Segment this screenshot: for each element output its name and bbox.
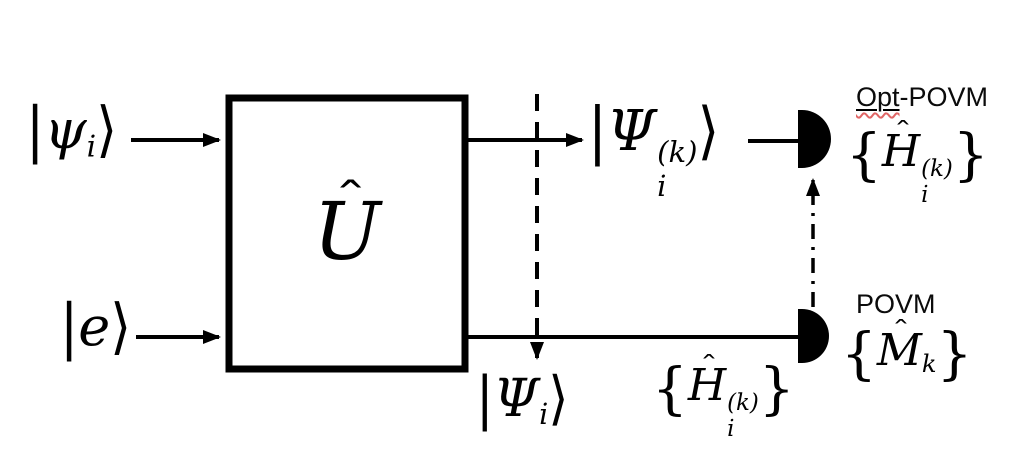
- hat-accent: ˆ: [699, 352, 719, 380]
- lbrace: {: [652, 357, 688, 422]
- m-letter: M: [876, 325, 922, 377]
- h-superscript: (k): [921, 155, 953, 182]
- h-subscript: i: [727, 416, 735, 443]
- psi-subscript: i: [539, 397, 549, 431]
- ket-rangle: ⟩: [110, 291, 132, 362]
- output-state-psi-k-label: |Ψ(k)i⟩: [588, 95, 720, 203]
- povm-text: POVM: [856, 289, 936, 319]
- ket-bar: |: [588, 95, 607, 168]
- u-letter: U: [313, 185, 381, 278]
- input-state-e-label: |e⟩: [60, 291, 132, 362]
- unitary-box: [225, 94, 469, 373]
- m-subscript: k: [921, 349, 937, 378]
- psi-subscript: i: [86, 129, 97, 165]
- opt-povm-title: Opt-POVM: [856, 84, 988, 111]
- povm-title: POVM: [856, 291, 936, 318]
- lbrace: {: [846, 123, 882, 188]
- psi-cap-symbol: Ψ: [493, 369, 540, 429]
- ket-rangle: ⟩: [548, 365, 569, 433]
- opt-text: Opt: [856, 82, 900, 112]
- joint-state-psi-label: |Ψi⟩: [476, 365, 569, 433]
- psi-scripts: (k)i: [657, 135, 698, 203]
- h-superscript: (k): [727, 389, 759, 416]
- bottom-detector-icon: [798, 309, 829, 363]
- ket-rangle: ⟩: [96, 94, 118, 165]
- hat-accent: ˆ: [893, 118, 913, 146]
- ket-rangle: ⟩: [697, 95, 720, 168]
- h-letter: H: [687, 360, 727, 412]
- h-letter: H: [881, 126, 921, 178]
- psi-symbol: ψ: [44, 98, 87, 161]
- ket-bar: |: [476, 365, 494, 433]
- rbrace: }: [936, 322, 973, 387]
- input-state-psi-label: |ψi⟩: [26, 94, 118, 165]
- h-subscript: i: [921, 182, 929, 209]
- psi-cap-symbol: Ψ: [606, 99, 656, 164]
- hat-accent: ˆ: [891, 317, 911, 345]
- psi-superscript: (k): [657, 135, 698, 170]
- h-scripts: (k)i: [727, 390, 759, 443]
- ket-bar: |: [60, 291, 79, 362]
- povm-text: -POVM: [899, 82, 989, 112]
- ket-bar: |: [26, 94, 45, 165]
- rbrace: }: [758, 357, 795, 422]
- psi-subscript: i: [657, 168, 667, 203]
- hat-accent: ˆ: [333, 174, 368, 226]
- h-scripts: (k)i: [921, 156, 953, 209]
- opt-povm-underlined-part: Opt: [856, 82, 900, 112]
- top-detector-icon: [798, 110, 831, 168]
- lbrace: {: [841, 322, 877, 387]
- e-symbol: e: [78, 295, 111, 358]
- rbrace: }: [952, 123, 989, 188]
